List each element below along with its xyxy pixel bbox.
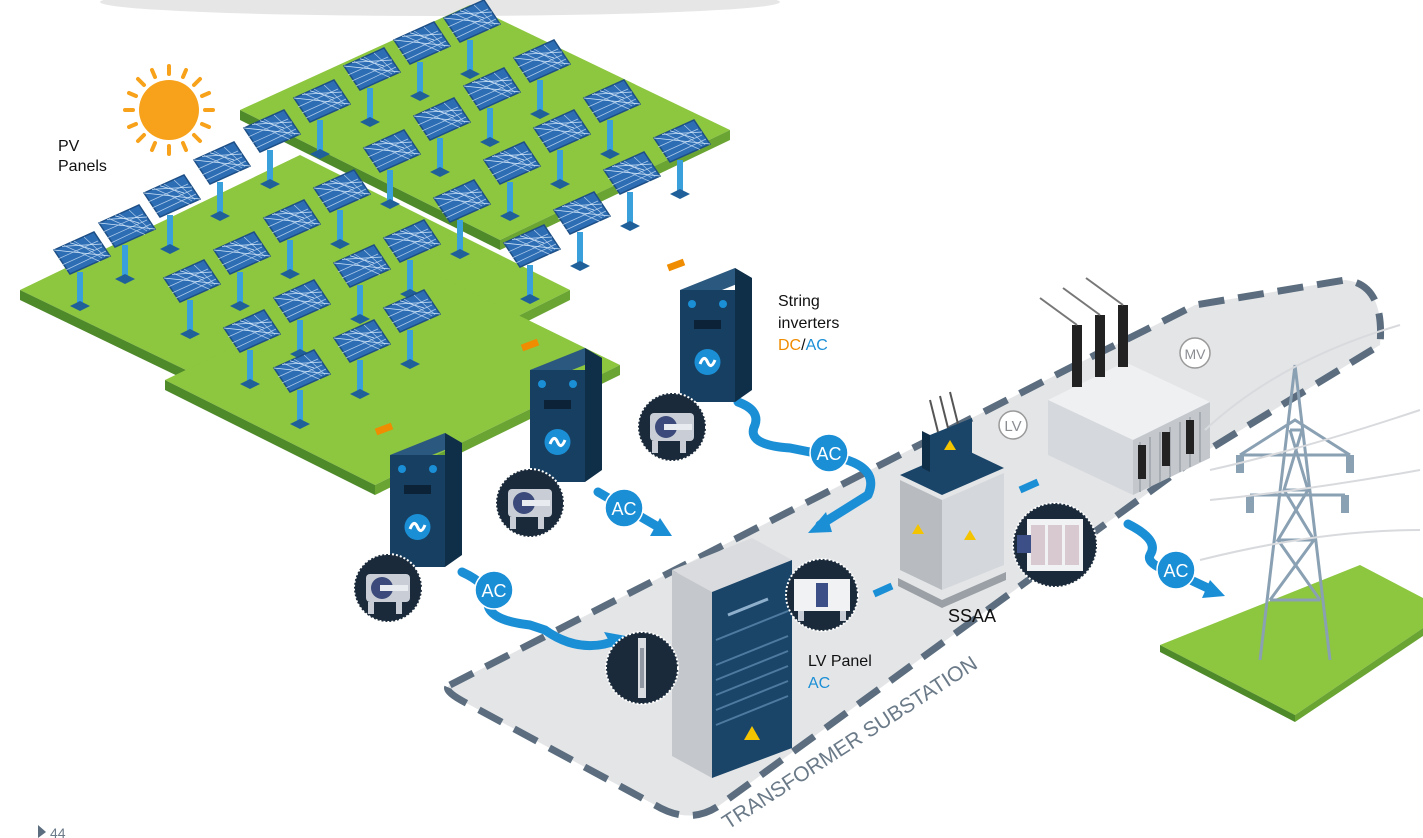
top-shadow	[100, 0, 780, 16]
lv-panel-label: LV Panel	[808, 653, 872, 670]
lv-panel-ac-label: AC	[808, 675, 830, 692]
ac-links	[872, 478, 1040, 598]
disconnector-switch-icon	[495, 468, 565, 538]
ac-arrowheads	[604, 512, 1225, 650]
disconnector-switch-icon	[353, 553, 423, 623]
fuse-switch-badge	[1012, 502, 1098, 588]
mv-marker-label: MV	[1185, 346, 1207, 362]
page-marker: 44	[38, 825, 66, 838]
inverters-label-line3: DC/AC	[778, 337, 828, 354]
ac-badge-label: AC	[481, 581, 506, 601]
ac-badge: AC	[474, 570, 514, 610]
ac-text: AC	[806, 337, 828, 354]
ac-badge-label: AC	[816, 444, 841, 464]
lv-panel-cabinet	[672, 538, 792, 778]
ac-badge: AC	[604, 488, 644, 528]
ac-badge: AC	[809, 433, 849, 473]
inverters-label-line1: String	[778, 293, 820, 310]
string-inverter	[678, 266, 754, 404]
inverters-label-line2: inverters	[778, 315, 839, 332]
transformer-icon	[1039, 277, 1210, 495]
mv-marker: MV	[1179, 337, 1211, 369]
ssaa-label: SSAA	[948, 606, 996, 626]
grid-platform	[1160, 565, 1423, 722]
power-lines	[1199, 324, 1421, 561]
ac-badge-label: AC	[1163, 561, 1188, 581]
sun-icon	[123, 64, 215, 156]
fuse-holder-badge	[605, 631, 679, 705]
page-number: 44	[50, 825, 66, 838]
disconnector-switch-icon	[637, 392, 707, 462]
slash-text: /	[801, 337, 806, 354]
ssaa-kiosk	[898, 391, 1006, 608]
ac-badge-label: AC	[611, 499, 636, 519]
string-inverter	[528, 346, 604, 484]
pv-panels-label-line2: Panels	[58, 158, 107, 175]
lv-marker-label: LV	[1004, 418, 1021, 435]
load-break-switch-badge	[785, 558, 859, 632]
dc-text: DC	[778, 337, 801, 354]
pv-panels-label-line1: PV	[58, 138, 80, 155]
string-inverter	[388, 431, 464, 569]
lv-marker: LV	[998, 410, 1028, 440]
dc-links	[374, 258, 686, 436]
ac-badge: AC	[1156, 550, 1196, 590]
